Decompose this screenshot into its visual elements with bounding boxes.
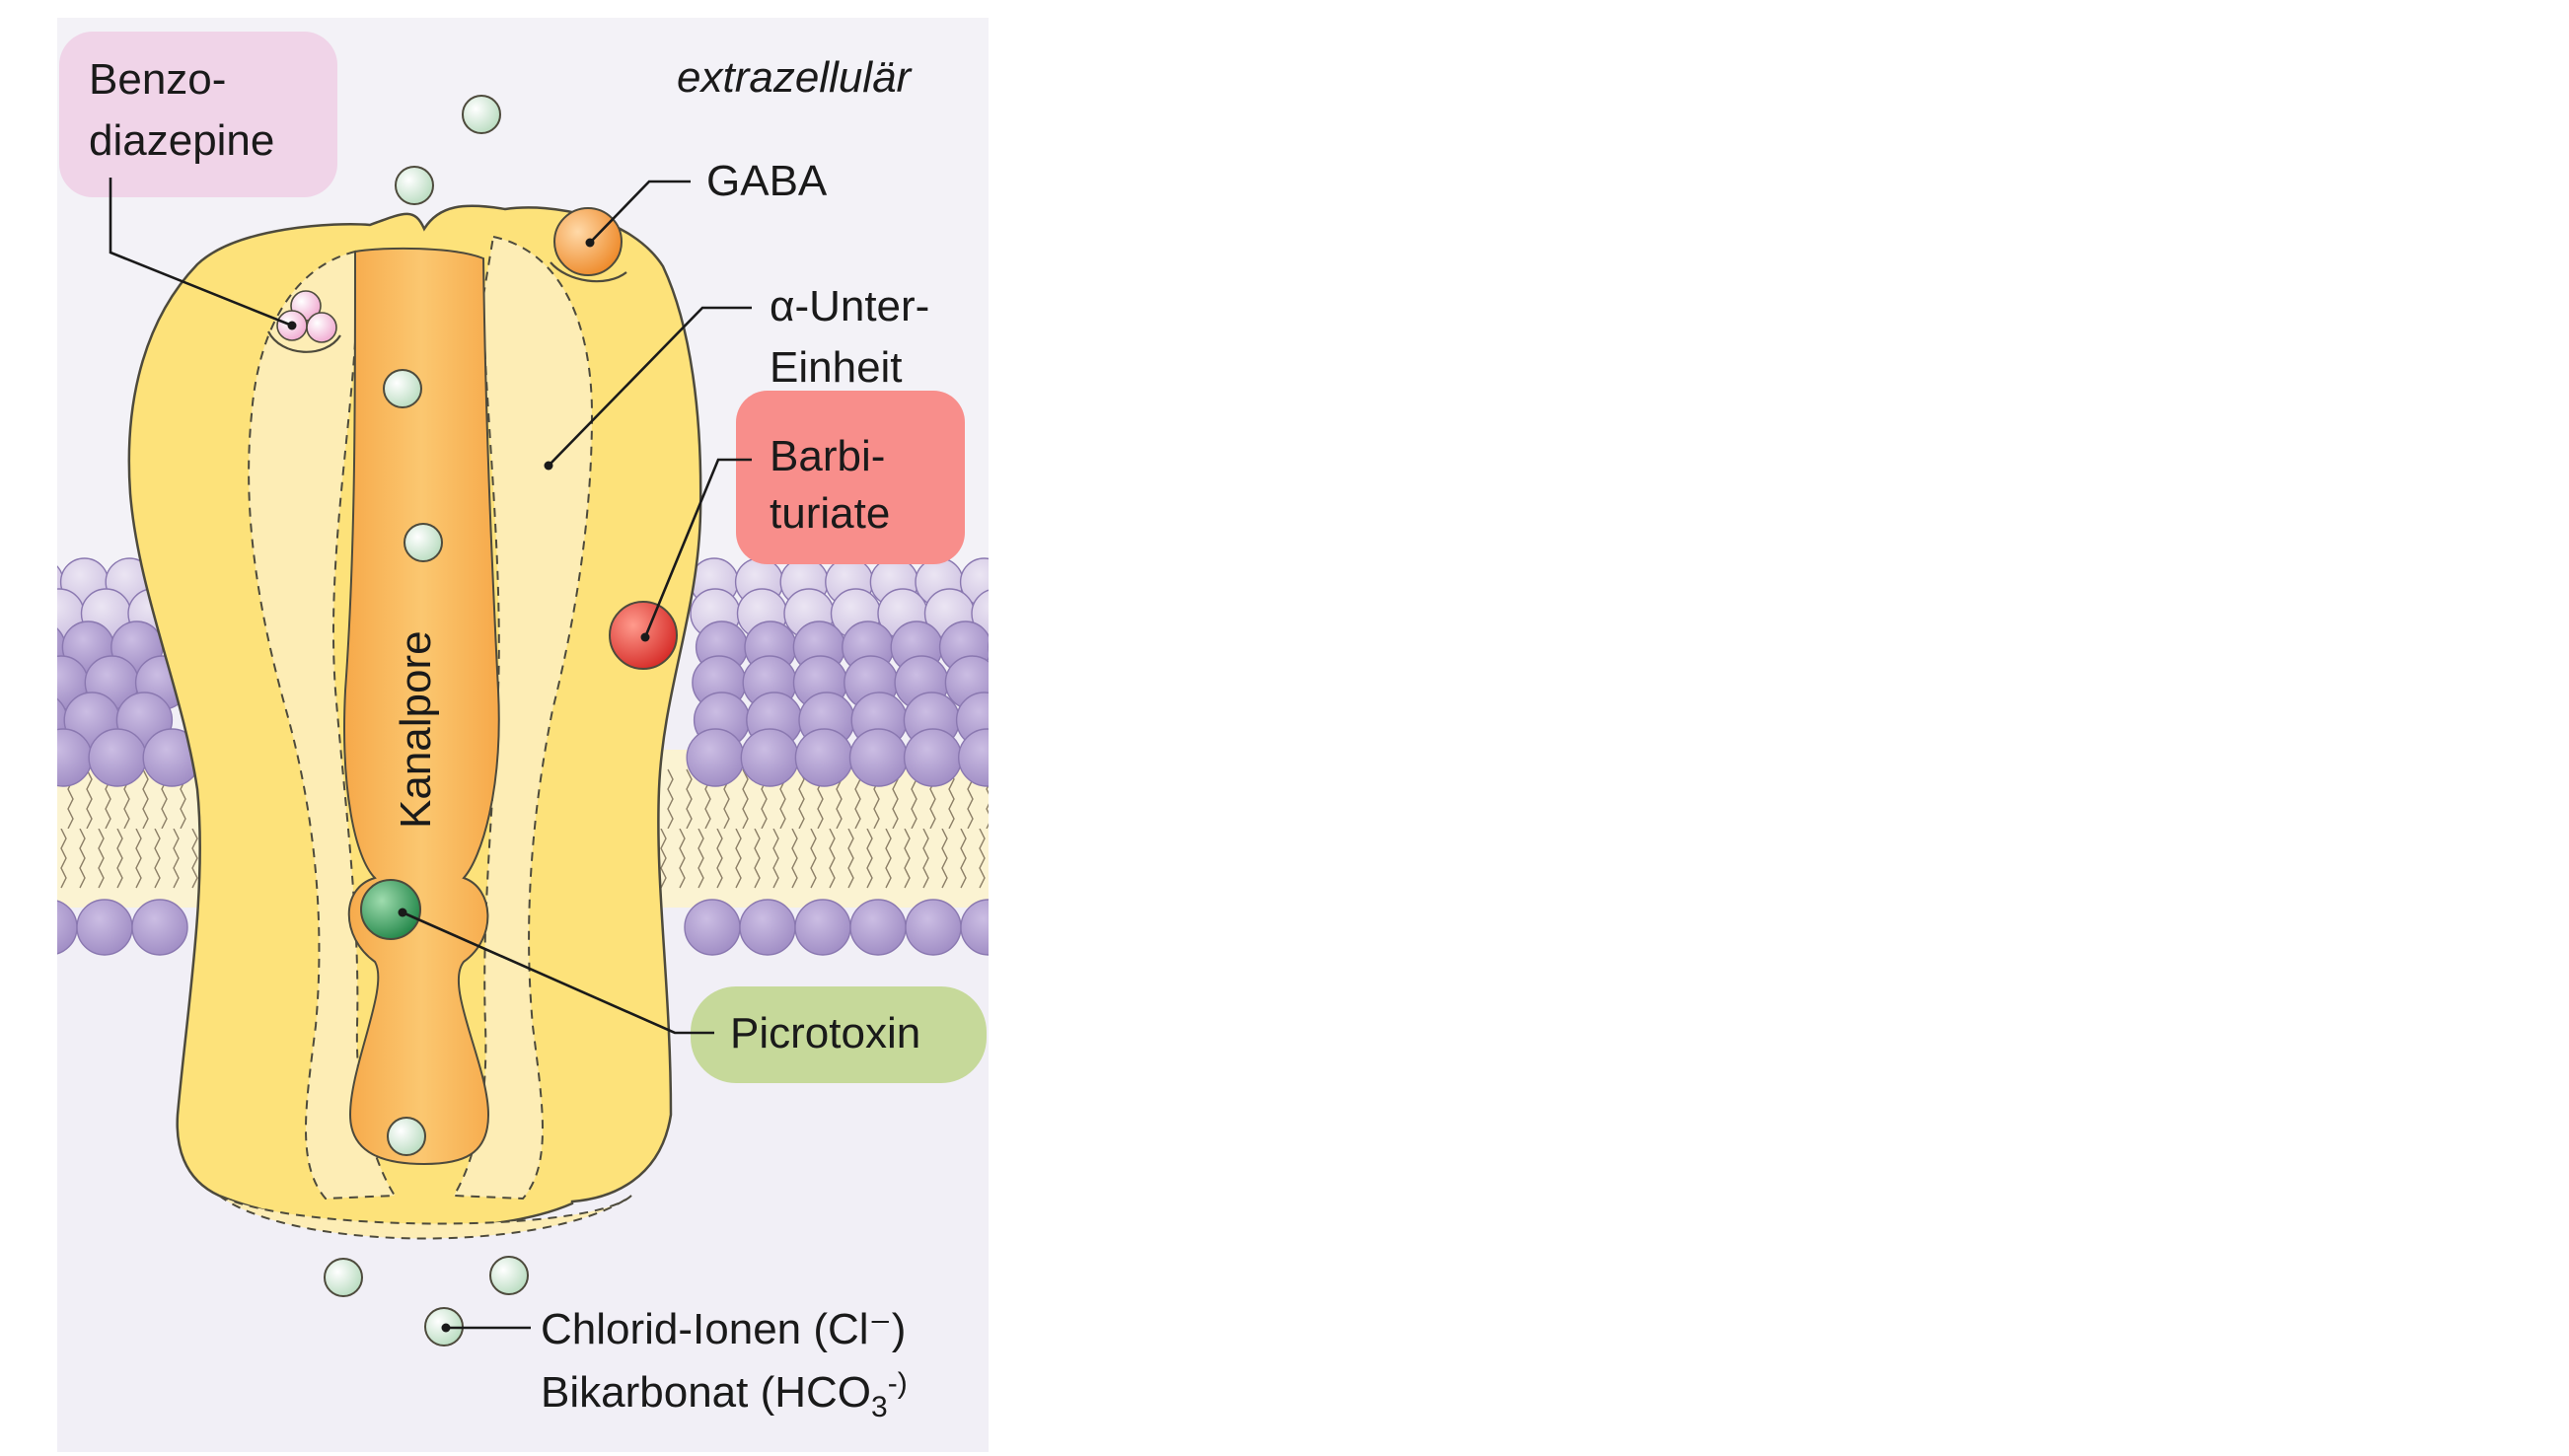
lipid-head [848,728,909,787]
left-subunit-outline [248,250,397,1201]
lipid-head [131,899,188,956]
lipid-head [794,728,854,787]
chloride-label: Chlorid-Ionen (Cl⁻) [541,1305,906,1353]
gaba-binding-pocket [550,261,627,283]
lipid-head [794,899,851,956]
alpha-subunit-label-line1: α-Unter- [770,282,929,330]
lipid-head [958,728,989,787]
bicarbonate-label: Bikarbonat (HCO3-) [541,1367,908,1423]
picrotoxin-label-box [691,986,987,1083]
lipid-head [88,728,147,787]
ion-bottom-2 [489,1256,529,1295]
lipid-head [905,899,962,956]
upper-lipid-heads [57,557,989,787]
picrotoxin-molecule [360,879,421,940]
barbiturate-leader [643,458,752,638]
lower-lipid-heads [57,899,989,956]
ion-top-2 [395,166,434,205]
lipid-head [57,728,93,787]
alpha-subunit-label-line2: Einheit [770,343,903,392]
barbiturate-label-line1: Barbi- [770,432,885,480]
receptor-lower-ring [218,1195,632,1240]
picrotoxin-leader [402,910,714,1035]
ion-top-1 [462,95,501,134]
lipid-head [960,899,989,956]
gaba-label: GABA [706,157,828,205]
benzodiazepine-label-line2: diazepine [89,116,274,165]
lipid-head [988,640,989,654]
benzodiazepine-label-box [59,32,337,197]
ion-pore-1 [383,369,422,408]
lipid-head [903,728,963,787]
benzodiazepine-leader [109,178,293,328]
lipid-head [739,899,796,956]
chloride-ions [324,95,529,1347]
ion-pore-3 [387,1117,426,1156]
lipid-head [849,899,907,956]
gaba-leader [589,180,691,244]
lipid-head [57,565,64,599]
barbiturate-label-line2: turiate [770,489,890,538]
picrotoxin-label: Picrotoxin [730,1009,920,1057]
benzodiazepine-molecule [276,290,337,343]
extracellular-label: extrazellulär [677,53,914,102]
ion-pore-2 [404,523,443,562]
ion-bottom-1 [324,1258,363,1297]
alpha-subunit-leader [548,306,752,467]
barbiturate-label-box [736,391,965,564]
channel-pore-label: Kanalpore [392,630,440,829]
benzodiazepine-binding-pocket [267,330,341,353]
lipid-head [57,900,78,955]
lipid-head [686,728,745,787]
lipid-head [684,899,741,956]
benzodiazepine-label-line1: Benzo- [89,55,226,104]
lipid-head [740,728,799,787]
lipid-head [76,899,133,956]
